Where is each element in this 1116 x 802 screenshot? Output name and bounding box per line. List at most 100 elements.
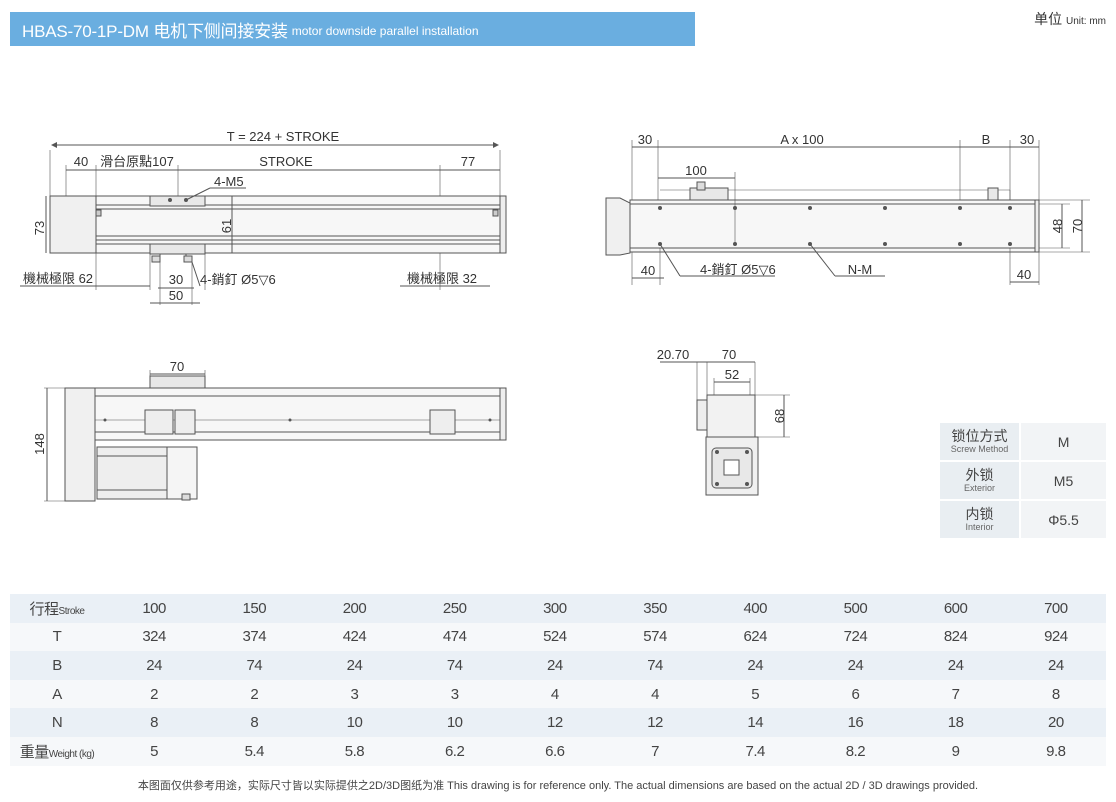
dim-70-end: 70 (722, 347, 736, 362)
table-cell: 424 (304, 622, 405, 652)
table-cell: 20 (1005, 708, 1106, 737)
table-cell: 9 (905, 736, 1006, 766)
table-cell: 300 (504, 594, 605, 623)
table-cell: 12 (504, 708, 605, 737)
pin-side-label: 4-銷釘 Ø5▽6 (200, 272, 276, 287)
unit-label: 单位 Unit: mm (1034, 11, 1106, 27)
dim-52: 52 (725, 367, 739, 382)
dim-48: 48 (1050, 219, 1065, 233)
row-header: B (10, 651, 104, 680)
title-english: motor downside parallel installation (291, 23, 479, 38)
table-cell: 74 (604, 651, 706, 680)
table-cell: 24 (1005, 651, 1106, 680)
table-cell: 5.8 (304, 736, 405, 766)
m5-label: 4-M5 (214, 174, 244, 189)
row-header: T (10, 622, 104, 652)
front-view: 70 148 (32, 359, 507, 502)
table-cell: 524 (504, 622, 605, 652)
table-cell: 3 (404, 679, 505, 709)
table-cell: 16 (805, 708, 906, 737)
table-cell: 6 (805, 679, 906, 709)
dim-77: 77 (461, 154, 475, 169)
table-cell: 2 (204, 679, 305, 709)
side-view: T = 224 + STROKE 40 滑台原點107 STROKE 77 4-… (20, 129, 507, 305)
a-x-100-label: A x 100 (780, 132, 823, 147)
dim-20-70: 20.70 (657, 347, 690, 362)
table-cell: 374 (204, 622, 305, 652)
dim-100: 100 (685, 163, 707, 178)
row-header: N (10, 708, 104, 737)
table-cell: 400 (705, 594, 806, 623)
table-cell: 18 (905, 708, 1006, 737)
dim-40-left: 40 (74, 154, 88, 169)
table-cell: 24 (705, 651, 806, 680)
table-cell: 24 (504, 651, 605, 680)
dim-30-top-right: 30 (1020, 132, 1034, 147)
table-cell: 7 (905, 679, 1006, 709)
table-cell: 324 (104, 622, 205, 652)
table-cell: 700 (1005, 594, 1106, 623)
table-cell: 24 (905, 651, 1006, 680)
table-cell: 600 (905, 594, 1006, 623)
dim-30-side: 30 (169, 272, 183, 287)
mech-limit-62: 機械極限 62 (23, 271, 93, 286)
row-header: 重量Weight (kg) (10, 736, 104, 766)
dim-40-bot-left: 40 (641, 263, 655, 278)
table-cell: 14 (705, 708, 806, 737)
table-cell: 250 (404, 594, 505, 623)
footnote: 本图面仅供参考用途，实际尺寸皆以实际提供之2D/3D图纸为准 This draw… (137, 780, 979, 792)
table-cell: 10 (404, 708, 505, 737)
top-view: 30 A x 100 B 30 100 48 70 40 4-銷釘 Ø5▽6 N… (605, 132, 1090, 285)
table-cell: 10 (304, 708, 405, 737)
table-cell: 4 (504, 679, 605, 709)
table-cell: 924 (1005, 622, 1106, 652)
dim-61: 61 (219, 219, 234, 233)
title-bar: HBAS-70-1P-DM 电机下侧间接安装 motor downside pa… (10, 12, 695, 46)
table-cell: 5 (104, 736, 205, 766)
n-m-label: N-M (848, 262, 873, 277)
table-cell: 9.8 (1005, 736, 1106, 766)
table-cell: 5.4 (204, 736, 305, 766)
table-cell: 8 (204, 708, 305, 737)
table-cell: 3 (304, 679, 405, 709)
table-cell: 100 (104, 594, 205, 623)
dim-40-bot-right: 40 (1017, 267, 1031, 282)
table-cell: 74 (204, 651, 305, 680)
stroke-label: STROKE (259, 154, 313, 169)
table-cell: 724 (805, 622, 906, 652)
technical-drawing: T = 224 + STROKE 40 滑台原點107 STROKE 77 4-… (20, 129, 1090, 502)
row-header: 行程Stroke (10, 594, 104, 623)
t-dim-label: T = 224 + STROKE (227, 129, 340, 144)
table-cell: 6.2 (404, 736, 505, 766)
table-cell: 200 (304, 594, 405, 623)
table-cell: 4 (604, 679, 706, 709)
dim-148: 148 (32, 433, 47, 455)
table-cell: 474 (404, 622, 505, 652)
table-cell: 74 (404, 651, 505, 680)
table-cell: 8.2 (805, 736, 906, 766)
table-cell: 24 (805, 651, 906, 680)
table-cell: 150 (204, 594, 305, 623)
dim-b: B (982, 132, 991, 147)
table-cell: 6.6 (504, 736, 605, 766)
dim-50: 50 (169, 288, 183, 303)
table-cell: 12 (604, 708, 706, 737)
table-cell: 624 (705, 622, 806, 652)
table-cell: 24 (304, 651, 405, 680)
table-cell: 574 (604, 622, 706, 652)
mech-limit-32: 機械極限 32 (407, 271, 477, 286)
dim-73: 73 (32, 221, 47, 235)
slide-origin-label: 滑台原點107 (100, 154, 174, 169)
dim-68: 68 (772, 409, 787, 423)
table-cell: 8 (1005, 679, 1106, 709)
